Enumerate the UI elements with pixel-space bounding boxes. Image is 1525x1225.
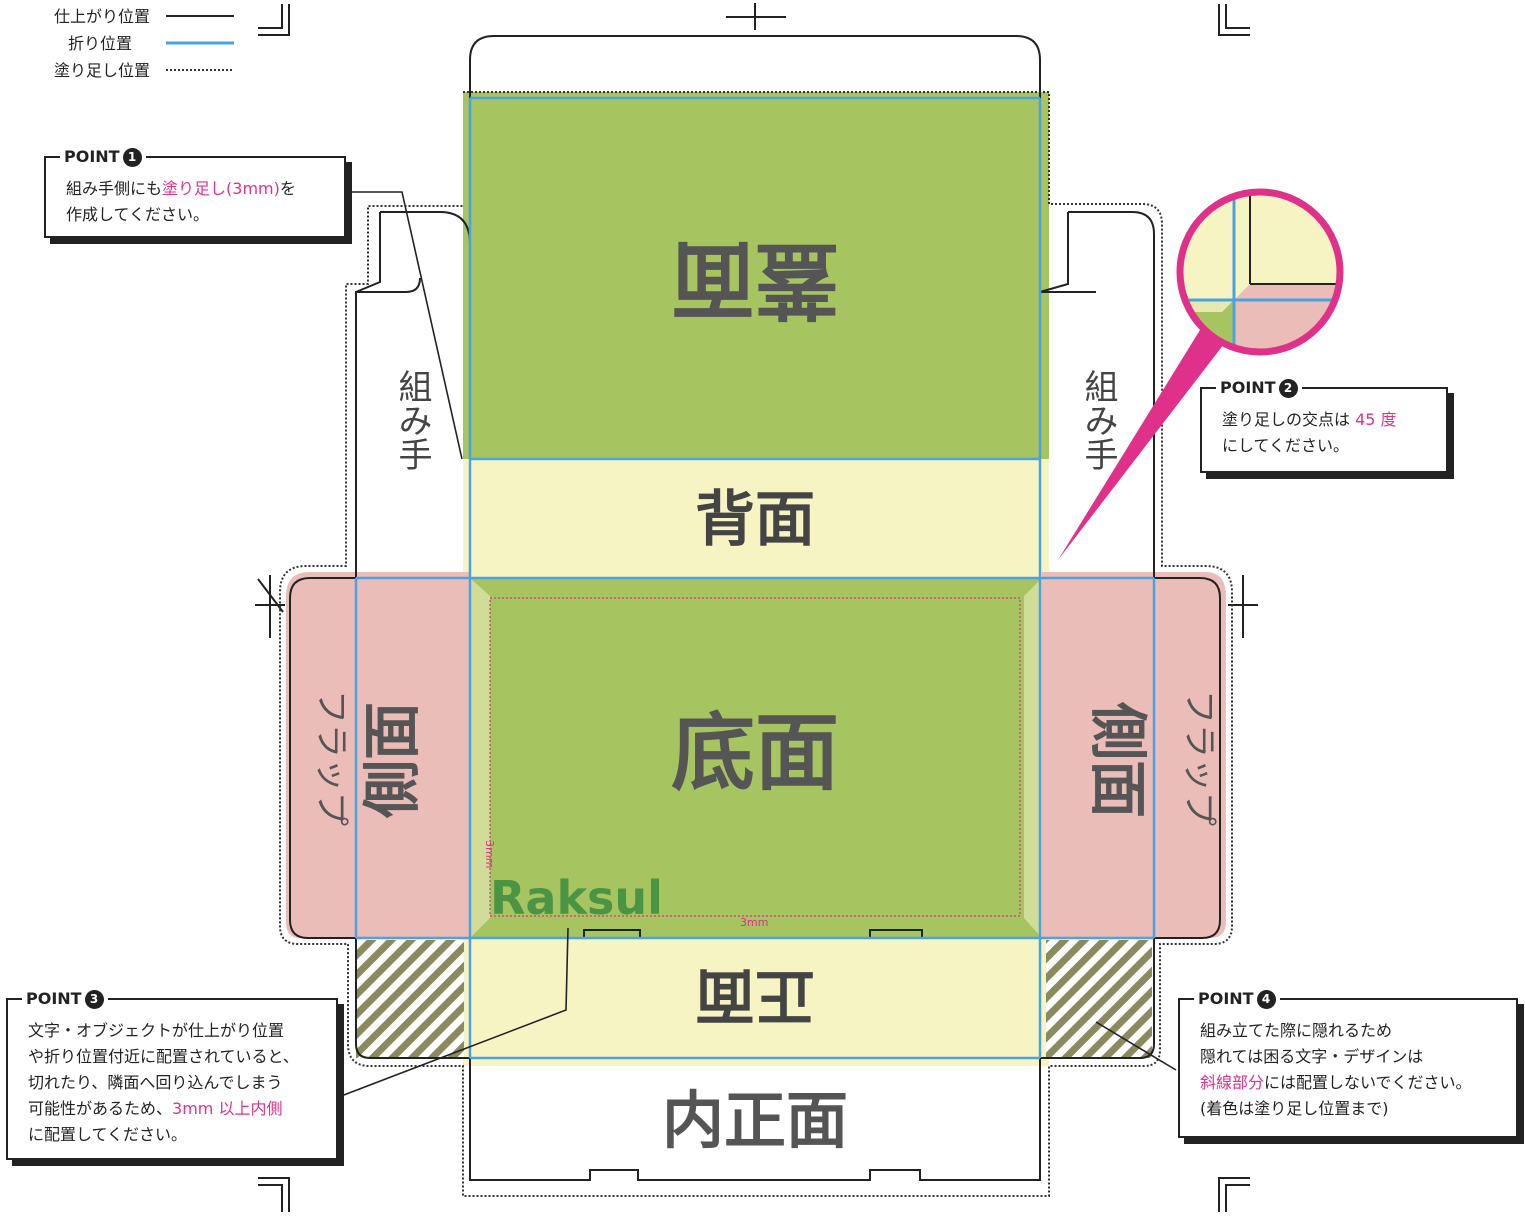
bleed-outline bbox=[279, 91, 1233, 1197]
bottom-panel bbox=[463, 578, 1049, 938]
leader-lines bbox=[335, 191, 1177, 1099]
legend-trim-label: 仕上がり位置 bbox=[54, 7, 150, 26]
right-handle-label: 組み手 bbox=[1078, 369, 1118, 471]
legend-fold-label: 折り位置 bbox=[68, 34, 132, 53]
lid-panel bbox=[463, 92, 1049, 459]
legend-bleed-label: 塗り足し位置 bbox=[54, 61, 150, 80]
back-panel bbox=[463, 459, 1049, 578]
zoom-detail bbox=[1058, 188, 1344, 560]
right-side-label: 側面 bbox=[1084, 701, 1152, 818]
brand-logo-text: Raksul bbox=[490, 871, 663, 925]
right-hidden-hatch bbox=[1046, 940, 1152, 1058]
back-label: 背面 bbox=[695, 485, 815, 555]
left-side-label: 側面 bbox=[358, 702, 426, 819]
right-side-flap-panel bbox=[1042, 572, 1226, 938]
margin-label-vertical: 3mm bbox=[483, 840, 496, 868]
margin-label-horizontal: 3mm bbox=[740, 916, 768, 929]
fold-lines bbox=[354, 96, 1156, 1060]
bottom-label: 底面 bbox=[671, 704, 839, 802]
panel-fills bbox=[286, 92, 1226, 1066]
legend: 仕上がり位置 折り位置 塗り足し位置 bbox=[54, 7, 234, 80]
left-flap-label: フラップ bbox=[311, 690, 351, 826]
left-side-flap-panel bbox=[286, 572, 470, 938]
inner-front-label: 内正面 bbox=[662, 1084, 848, 1157]
right-flap-label: フラップ bbox=[1179, 690, 1219, 826]
front-label: 正面 bbox=[695, 960, 815, 1030]
lid-label: 蓋面 bbox=[671, 230, 839, 328]
left-handle-label: 組み手 bbox=[392, 369, 432, 471]
safe-margin-guide bbox=[489, 597, 1021, 917]
trim-outline bbox=[289, 35, 1221, 1181]
front-panel bbox=[463, 938, 1049, 1066]
left-hidden-hatch bbox=[356, 940, 464, 1058]
